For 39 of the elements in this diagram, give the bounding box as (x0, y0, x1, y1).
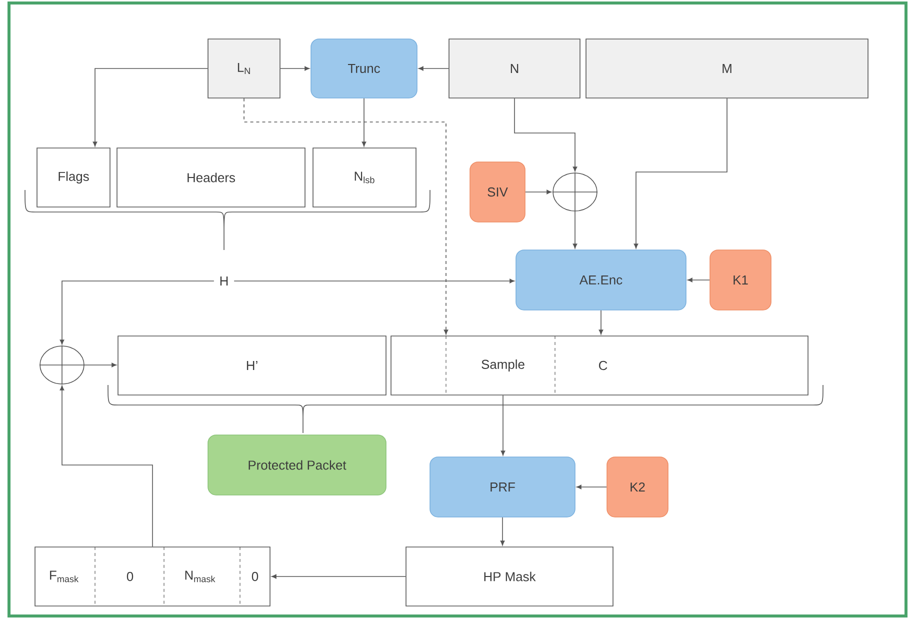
arrow (362, 98, 366, 146)
field-box: F$_{mask}$ 0 N$_{mask}$ 0 (34, 546, 270, 606)
field-box: Headers (116, 148, 306, 208)
process-box: PRF (430, 456, 576, 518)
arrow (525, 190, 552, 194)
arrow (234, 278, 514, 284)
arrow (500, 395, 506, 456)
input-box: L$_{N}$ (208, 38, 280, 98)
arrow (500, 517, 505, 546)
arrow (418, 66, 449, 71)
arrow (688, 278, 710, 282)
input-box: N (448, 38, 580, 98)
field-box: N$_{lsb}$ (312, 148, 416, 208)
arrow (572, 211, 578, 248)
arrow (60, 385, 153, 547)
arrow (598, 310, 604, 334)
arrow (84, 362, 117, 368)
field-box: Sample C (390, 336, 808, 396)
field-box: H’ (118, 336, 386, 396)
xor-symbol (39, 345, 85, 385)
arrow (634, 98, 728, 248)
key-box: K2 (606, 456, 668, 518)
arrow (92, 68, 208, 146)
input-box: M (586, 38, 868, 98)
line-label: H (214, 272, 234, 290)
arrow (576, 484, 607, 490)
arrow (514, 98, 578, 172)
xor-symbol (552, 172, 598, 212)
process-box: Trunc (310, 38, 418, 98)
arrow (244, 98, 448, 334)
output-box: Protected Packet (208, 434, 386, 496)
key-box: SIV (470, 162, 526, 222)
key-box: K1 (710, 250, 772, 310)
arrow (60, 280, 214, 344)
process-box: AE.Enc (516, 250, 686, 310)
field-box: Flags (36, 148, 110, 208)
arrow (272, 574, 406, 579)
arrow (280, 66, 310, 71)
field-box: HP Mask (406, 546, 614, 606)
